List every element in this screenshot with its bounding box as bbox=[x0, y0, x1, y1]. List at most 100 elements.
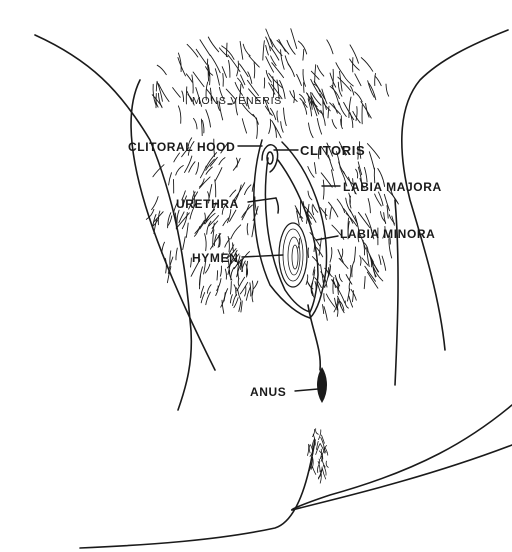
hair-stroke bbox=[300, 200, 301, 218]
hair-stroke bbox=[349, 266, 351, 281]
hair-stroke bbox=[308, 444, 309, 455]
hair-stroke bbox=[284, 108, 287, 126]
hair-stroke bbox=[240, 41, 243, 59]
leader-urethra bbox=[248, 198, 276, 202]
hair-stroke bbox=[266, 29, 273, 47]
hair-stroke bbox=[309, 123, 314, 138]
hair-stroke bbox=[209, 184, 212, 197]
hair-stroke bbox=[313, 204, 318, 212]
hair-stroke bbox=[320, 449, 321, 458]
hair-stroke bbox=[324, 307, 327, 321]
hair-stroke bbox=[193, 72, 204, 87]
label-urethra: URETHRA bbox=[176, 197, 239, 211]
hair-stroke bbox=[235, 82, 243, 95]
hair-stroke bbox=[272, 63, 284, 78]
hair-stroke bbox=[159, 84, 170, 102]
hair-stroke bbox=[355, 74, 361, 86]
hair-stroke bbox=[366, 103, 370, 117]
hair-stroke bbox=[207, 221, 211, 234]
label-anus: ANUS bbox=[250, 385, 286, 399]
hair-stroke bbox=[153, 84, 156, 104]
hair-stroke bbox=[362, 258, 368, 265]
hair-stroke bbox=[315, 65, 316, 83]
hair-stroke bbox=[317, 118, 321, 134]
hair-stroke bbox=[243, 44, 250, 56]
hair-stroke bbox=[194, 118, 198, 128]
hair-stroke bbox=[277, 111, 278, 122]
hair-stroke bbox=[316, 429, 319, 435]
hair-stroke bbox=[306, 275, 308, 285]
hair-stroke bbox=[230, 295, 232, 303]
hair-stroke bbox=[250, 283, 251, 296]
hair-stroke bbox=[318, 466, 319, 473]
hair-stroke bbox=[314, 81, 324, 99]
hair-stroke bbox=[162, 242, 165, 253]
label-labia-majora: LABIA MAJORA bbox=[343, 180, 442, 194]
hair-stroke bbox=[345, 301, 348, 308]
hair-stroke bbox=[330, 248, 332, 263]
hair-stroke bbox=[206, 110, 211, 127]
hair-stroke bbox=[247, 80, 258, 95]
hair-stroke bbox=[229, 60, 230, 77]
perineum-line bbox=[308, 305, 320, 370]
hair-stroke bbox=[176, 166, 184, 176]
hair-stroke bbox=[269, 119, 271, 133]
hair-stroke bbox=[352, 261, 354, 276]
hair-stroke bbox=[369, 152, 374, 170]
hair-stroke bbox=[308, 167, 314, 178]
hair-stroke bbox=[186, 223, 188, 237]
hair-stroke bbox=[281, 122, 284, 133]
hair-stroke bbox=[156, 81, 157, 91]
hair-stroke bbox=[201, 119, 202, 136]
hair-stroke bbox=[364, 277, 365, 289]
hair-stroke bbox=[217, 271, 218, 280]
label-clitoris: CLITORIS bbox=[300, 143, 365, 158]
hair-stroke bbox=[173, 88, 181, 98]
hair-stroke bbox=[326, 461, 328, 467]
hair-stroke bbox=[177, 213, 189, 228]
hair-stroke bbox=[360, 256, 361, 266]
hair-stroke bbox=[205, 234, 207, 251]
hair-stroke bbox=[168, 257, 173, 274]
hair-stroke bbox=[332, 170, 336, 187]
hair-stroke bbox=[192, 75, 193, 93]
leader-labia-minora bbox=[316, 236, 338, 240]
hair-strokes bbox=[146, 29, 398, 321]
hair-stroke bbox=[361, 58, 373, 72]
hair-stroke bbox=[223, 73, 224, 86]
clitoral-hood-shape bbox=[262, 145, 278, 172]
hair-stroke bbox=[186, 74, 192, 82]
hair-stroke bbox=[231, 267, 234, 280]
hair-stroke bbox=[375, 76, 381, 86]
hair-stroke bbox=[328, 106, 329, 118]
hair-stroke bbox=[174, 153, 180, 162]
hair-stroke bbox=[300, 98, 307, 107]
hair-stroke bbox=[339, 258, 348, 268]
hair-stroke bbox=[230, 282, 231, 295]
hair-stroke bbox=[231, 225, 241, 239]
hair-stroke bbox=[379, 255, 381, 265]
hair-stroke bbox=[201, 293, 205, 303]
hair-stroke bbox=[314, 163, 316, 174]
hair-stroke bbox=[185, 156, 192, 173]
label-clitoral-hood: CLITORAL HOOD bbox=[128, 140, 235, 154]
hair-stroke bbox=[254, 63, 255, 78]
hair-stroke bbox=[330, 208, 332, 219]
hair-stroke bbox=[178, 106, 180, 123]
hair-stroke bbox=[238, 279, 239, 287]
hair-stroke bbox=[200, 40, 210, 56]
hair-stroke bbox=[367, 144, 379, 159]
label-mons-veneris: MONS VENERIS bbox=[192, 95, 282, 107]
hair-stroke bbox=[215, 180, 216, 197]
hair-stroke bbox=[200, 166, 206, 178]
hair-stroke bbox=[353, 111, 360, 122]
hair-stroke bbox=[326, 294, 334, 307]
hair-stroke bbox=[323, 305, 324, 314]
hair-stroke bbox=[338, 77, 351, 91]
hair-stroke bbox=[339, 274, 342, 281]
urethra-slit bbox=[276, 198, 278, 213]
hair-stroke bbox=[321, 265, 323, 278]
hair-stroke bbox=[290, 91, 297, 102]
hair-stroke bbox=[349, 282, 350, 291]
hair-stroke bbox=[230, 190, 236, 197]
